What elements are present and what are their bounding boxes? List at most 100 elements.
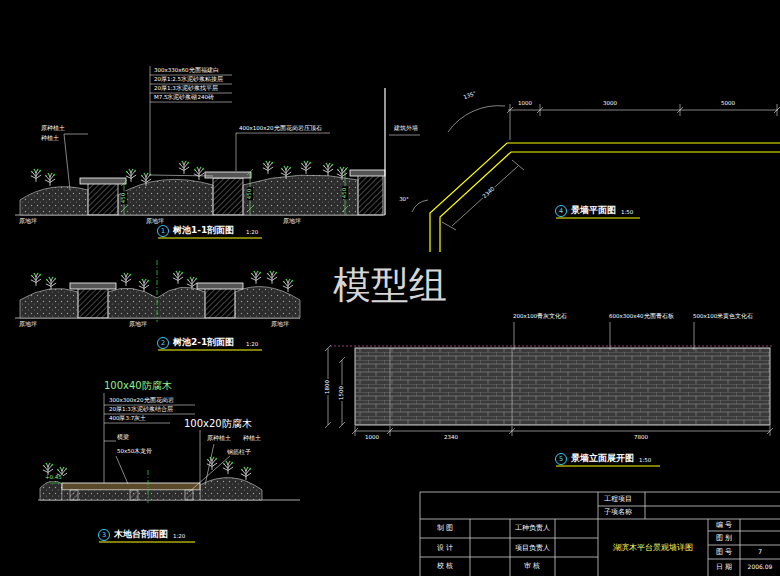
tree-pit-section-1	[213, 178, 243, 215]
tree-pit-section-1	[45, 173, 55, 186]
title-cell: 7	[757, 549, 763, 556]
title-block	[708, 559, 780, 560]
tree-pit-section-1	[20, 187, 88, 215]
ground-note: 原地坪	[282, 219, 302, 225]
title-block	[470, 519, 471, 576]
tree-pit-section-2	[20, 288, 78, 318]
wall-elevation	[387, 428, 393, 434]
tree-pit-section-1	[158, 226, 169, 237]
tree-pit-section-1	[243, 175, 358, 215]
tree-pit-section-2	[158, 350, 262, 351]
wall-plan	[412, 104, 780, 252]
tree-pit-section-2	[187, 277, 197, 290]
title-cell: 工程项目	[603, 496, 633, 503]
deck-section	[43, 463, 53, 476]
wall-elevation	[339, 422, 345, 428]
tree-pit-section-1	[80, 178, 126, 184]
tree-pit-section-1	[247, 169, 253, 175]
material-note: 50x50木龙骨	[116, 449, 153, 455]
material-note: 横梁	[116, 435, 130, 441]
tree-pit-section-1	[150, 175, 213, 176]
tree-pit-section-1	[121, 206, 127, 212]
drawing-caption: 木地台剖面图	[113, 530, 169, 539]
material-note: 20厚1:3水泥砂浆找平层	[153, 86, 219, 92]
dimension: 450	[247, 188, 253, 201]
title-cell: 日 期	[715, 564, 733, 571]
tree-pit-section-2	[46, 277, 56, 290]
dimension: 1800	[325, 379, 331, 395]
material-note: 400厚3:7灰土	[108, 416, 147, 422]
tree-pit-section-1	[350, 170, 385, 176]
wall-elevation	[512, 348, 513, 425]
tree-pit-section-1	[337, 167, 347, 180]
tree-pit-section-1	[281, 166, 291, 179]
material-note: 原种植土	[206, 436, 232, 442]
dimension: 2340	[481, 186, 497, 201]
tree-pit-section-1	[158, 238, 262, 239]
wall-elevation	[610, 322, 611, 350]
deck-section	[50, 483, 62, 484]
tree-pit-section-2	[31, 273, 41, 286]
dimension: 450	[342, 187, 348, 200]
deck-section	[116, 456, 128, 484]
wall-elevation	[694, 322, 695, 350]
tree-pit-section-1	[150, 66, 151, 175]
tree-pit-section-1	[150, 93, 232, 94]
material-note: 钢筋柱子	[226, 450, 252, 456]
tree-pit-section-2	[283, 279, 293, 292]
drawing-caption: 树池2-1剖面图	[172, 338, 235, 347]
tree-pit-section-1	[384, 88, 385, 215]
wall-plan	[430, 143, 780, 252]
dimension: 3000	[602, 101, 618, 107]
wall-elevation	[325, 322, 773, 436]
drawing-scale: 1:50	[638, 458, 652, 464]
ground-note: 原地坪	[128, 322, 148, 328]
tree-pit-section-1	[247, 206, 253, 212]
material-note: 300x300x20光面花岗岩	[108, 398, 175, 404]
tree-pit-section-2	[108, 287, 205, 318]
wall-elevation	[339, 357, 345, 363]
title-cell: 2006.09	[747, 564, 774, 570]
deck-section	[40, 481, 62, 500]
wall-elevation	[514, 322, 515, 350]
title-block	[708, 545, 780, 546]
wall-elevation	[556, 466, 660, 467]
tree-pit-section-2	[15, 260, 300, 350]
drawing-scale: 1:20	[245, 230, 259, 236]
watermark: 模型组	[332, 266, 448, 306]
deck-section	[104, 423, 170, 424]
tree-pit-section-1	[150, 75, 232, 76]
deck-section	[205, 444, 214, 485]
wall-plan	[556, 206, 567, 217]
deck-section	[207, 457, 217, 470]
wall-elevation	[325, 345, 331, 351]
title-cell: 项目负责人	[514, 545, 551, 552]
wall-elevation	[556, 454, 567, 465]
deck-section	[62, 483, 200, 490]
tree-pit-section-1	[88, 183, 118, 215]
tree-pit-section-2	[158, 338, 169, 349]
tree-pit-section-1	[342, 167, 348, 173]
material-note: 400x100x20光面花岗岩压顶石	[238, 126, 323, 132]
wall-elevation	[355, 348, 770, 425]
callout-number: 5	[558, 456, 564, 463]
deck-section	[104, 414, 195, 415]
title-cell: 制 图	[436, 525, 454, 532]
wall-plan	[508, 110, 778, 111]
wall-plan	[677, 107, 683, 113]
tree-pit-section-1	[236, 133, 330, 134]
title-block	[420, 492, 421, 576]
callout-number: 4	[558, 208, 564, 215]
title-block	[555, 519, 556, 576]
tree-pit-section-2	[197, 283, 243, 289]
callout-number: 3	[101, 532, 107, 539]
wall-plan	[442, 222, 456, 230]
drawing-scale: 1:20	[245, 342, 259, 348]
title-block	[420, 492, 780, 576]
title-block	[420, 538, 598, 539]
dimension: 1000	[364, 435, 380, 441]
material-note: 200x100青灰文化石	[512, 314, 568, 320]
title-block	[645, 492, 646, 519]
angle: 30°	[398, 197, 410, 203]
drawing-caption: 树池1-1剖面图	[172, 226, 235, 235]
